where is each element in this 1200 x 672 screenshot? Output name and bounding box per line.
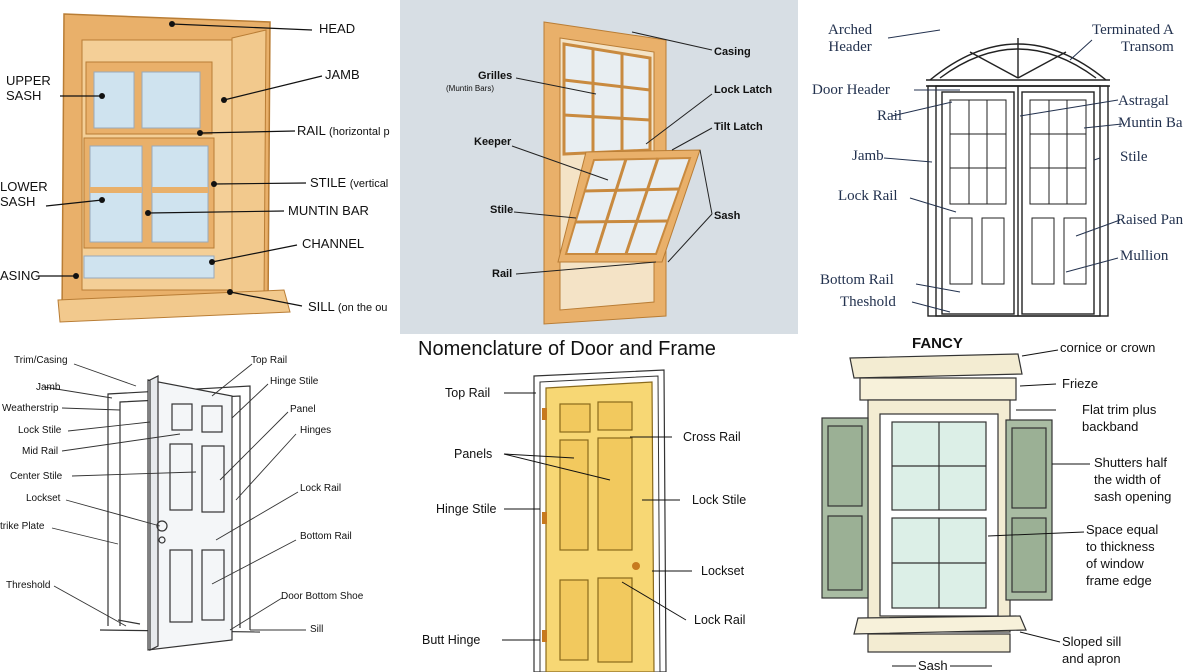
label-threshold: Theshold	[840, 294, 896, 310]
label-rail: Rail	[877, 108, 902, 124]
label-head: HEAD	[319, 21, 356, 36]
label-lock-stile: Lock Stile	[18, 425, 62, 436]
label-sill-note: (on the ou	[337, 302, 388, 314]
label-tilt-latch: Tilt Latch	[714, 121, 763, 133]
label-flat-trim: Flat trim plus backband	[1082, 402, 1157, 434]
label-jamb: Jamb	[852, 148, 884, 164]
french-door-illustration	[883, 29, 1123, 317]
label-stile: Stile	[1120, 149, 1148, 165]
label-sash: Sash	[916, 658, 950, 672]
label-casing: Casing	[714, 46, 751, 58]
label-raised-panel: Raised Pan	[1116, 212, 1184, 228]
label-top-rail: Top Rail	[251, 355, 288, 366]
label-panels: Panels	[454, 447, 493, 461]
label-hinge-stile: Hinge Stile	[270, 376, 319, 387]
label-mullion: Mullion	[1120, 248, 1169, 264]
door-frame-panel: Nomenclature of Door and Frame	[400, 334, 798, 672]
fancy-window-panel: FANCY cornice or crown Frieze Flat trim …	[800, 330, 1200, 672]
label-shutters: Shutters half the width of sash opening	[1094, 455, 1172, 504]
french-door-panel: Arched Header Terminated A Transom Door …	[800, 0, 1200, 330]
label-stile-note: (vertical	[349, 178, 389, 190]
label-keeper: Keeper	[474, 136, 512, 148]
label-lockset: Lockset	[701, 564, 745, 578]
label-panel: Panel	[290, 404, 316, 415]
window-illustration	[38, 13, 323, 323]
label-lockset: Lockset	[26, 493, 61, 504]
label-muntin-bar: Muntin Ba	[1118, 115, 1183, 131]
label-frieze: Frieze	[1062, 376, 1099, 391]
door-sketch-panel: Trim/Casing Jamb Weatherstrip Lock Stile…	[0, 340, 400, 672]
door-sketch-illustration	[43, 363, 306, 651]
panel-title: Nomenclature of Door and Frame	[418, 338, 716, 360]
label-channel: CHANNEL	[302, 236, 365, 251]
label-muntin-bar: MUNTIN BAR	[288, 203, 369, 218]
label-jamb: JAMB	[325, 67, 360, 82]
panel-title: FANCY	[912, 335, 963, 352]
label-lock-rail: Lock Rail	[838, 188, 898, 204]
label-casing: ASING	[0, 268, 41, 283]
label-arched-header: Arched Header	[828, 22, 873, 56]
label-astragal: Astragal	[1118, 93, 1169, 109]
label-cornice: cornice or crown	[1060, 340, 1156, 355]
label-terminated-transom: Terminated A Transom	[1092, 22, 1174, 56]
label-hinges: Hinges	[300, 425, 332, 436]
label-bottom-rail: Bottom Rail	[820, 272, 894, 288]
label-sill-text: SILL	[308, 299, 335, 314]
double-hung-panel: Casing Grilles (Muntin Bars) Lock Latch …	[400, 0, 798, 334]
label-rail-note: (horizontal p	[329, 126, 390, 138]
label-sash: Sash	[714, 210, 741, 222]
label-trim-casing: Trim/Casing	[14, 355, 68, 366]
label-rail: Rail	[492, 268, 513, 280]
label-sill: Sill	[310, 624, 324, 635]
double-hung-illustration	[511, 21, 713, 325]
label-stile: Stile	[490, 204, 514, 216]
label-lower-sash: LOWER SASH	[0, 179, 48, 209]
door-frame-illustration	[502, 369, 692, 672]
label-door-header: Door Header	[812, 82, 890, 98]
label-jamb: Jamb	[36, 382, 61, 393]
label-lock-rail: Lock Rail	[300, 483, 342, 494]
label-top-rail: Top Rail	[445, 386, 491, 400]
label-mid-rail: Mid Rail	[22, 446, 59, 457]
label-door-bottom-shoe: Door Bottom Shoe	[281, 591, 364, 602]
label-butt-hinge: Butt Hinge	[422, 633, 481, 647]
label-sloped-sill: Sloped sill and apron	[1062, 634, 1122, 666]
label-lock-latch: Lock Latch	[714, 84, 773, 96]
label-rail-text: RAIL	[297, 123, 326, 138]
label-center-stile: Center Stile	[10, 471, 63, 482]
label-hinge-stile: Hinge Stile	[436, 502, 497, 516]
label-sill: SILL (on the ou	[308, 299, 388, 315]
label-threshold: Threshold	[6, 580, 51, 591]
label-grilles-sub: (Muntin Bars)	[446, 84, 495, 93]
label-upper-sash: UPPER SASH	[6, 73, 51, 103]
label-space-equal: Space equal to thickness of window frame…	[1086, 522, 1159, 588]
label-weatherstrip: Weatherstrip	[2, 403, 59, 414]
window-parts-panel: HEAD UPPER SASH JAMB RAIL (horizontal p …	[0, 0, 400, 330]
label-stile-text: STILE	[310, 175, 347, 190]
label-lock-stile: Lock Stile	[692, 493, 747, 507]
label-cross-rail: Cross Rail	[683, 430, 741, 444]
label-rail: RAIL (horizontal p	[297, 123, 390, 139]
fancy-window-illustration	[821, 349, 1090, 667]
label-strike-plate: trike Plate	[0, 521, 45, 532]
label-lock-rail: Lock Rail	[694, 613, 746, 627]
label-grilles: Grilles	[478, 70, 513, 82]
label-stile: STILE (vertical	[310, 175, 389, 191]
label-bottom-rail: Bottom Rail	[300, 531, 352, 542]
